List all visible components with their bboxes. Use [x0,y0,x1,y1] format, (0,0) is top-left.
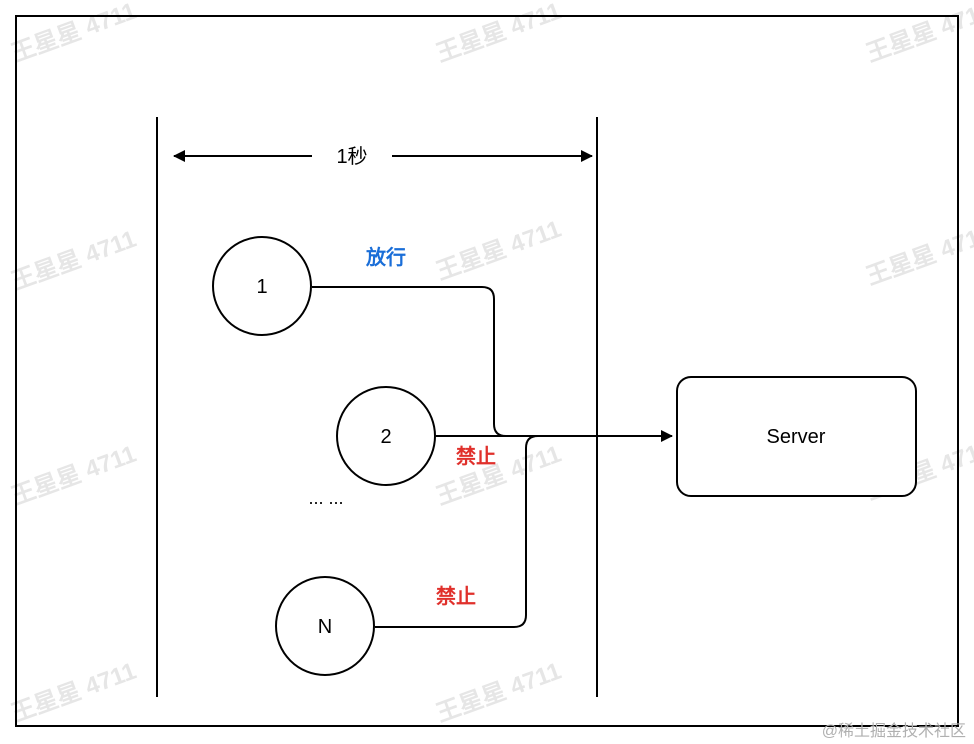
watermark-text: 王星星 4711 [433,441,565,511]
request-n-path [375,435,660,628]
watermark-text: 王星星 4711 [433,216,565,286]
deny-label-n: 禁止 [436,585,476,608]
nodes-ellipsis: ... ... [308,488,343,508]
node-circle [336,386,436,486]
platform-credit: @稀土掘金技术社区 [822,722,966,740]
server-node: Server [676,376,917,497]
diagram-frame [15,15,959,727]
watermark-text: 王星星 4711 [8,441,140,511]
watermark-text: 王星星 4711 [8,0,140,68]
node-label: 1 [256,276,267,298]
deny-label-2: 禁止 [456,445,496,468]
node-label: 2 [380,426,391,448]
request-node-n: N [275,576,375,676]
server-box [676,376,917,497]
node-label: N [318,616,332,638]
request-node-2: 2 [336,386,436,486]
allow-label: 放行 [365,245,406,269]
node-circle [275,576,375,676]
watermark-layer: 王星星 4711 王星星 4711 王星星 4711 王星星 4711 王星星 … [8,0,974,728]
interval-label: 1秒 [336,145,367,168]
server-label: Server [767,426,826,448]
watermark-text: 王星星 4711 [433,658,565,728]
watermark-text: 王星星 4711 [433,0,565,68]
watermark-text: 王星星 4711 [8,226,140,296]
watermark-text: 王星星 4711 [8,658,140,728]
node-circle [212,236,312,336]
request-node-1: 1 [212,236,312,336]
